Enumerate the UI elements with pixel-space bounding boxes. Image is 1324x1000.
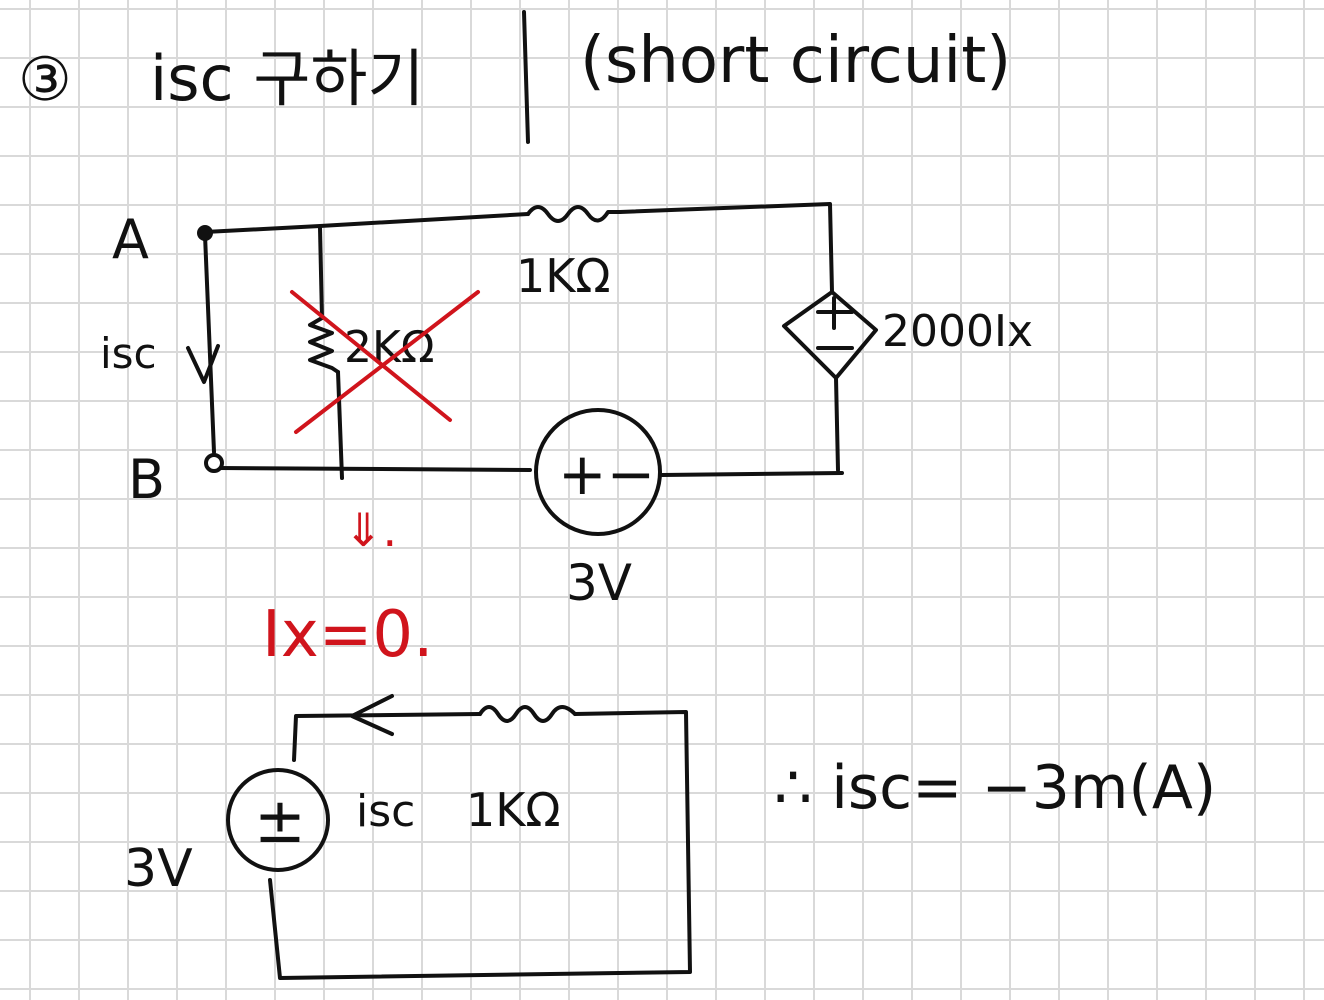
resistor-1k xyxy=(526,205,622,223)
loop-source-sign: ± xyxy=(254,784,306,857)
ix-equals-zero: Ix=0. xyxy=(262,598,433,672)
loop-wire-top-left xyxy=(292,712,482,762)
voltage-source-sign: +− xyxy=(558,440,655,508)
wire-top-right xyxy=(618,202,834,294)
wire-short-ab xyxy=(203,233,216,454)
voltage-source-value: 3V xyxy=(566,554,632,612)
loop-current-label: isc xyxy=(356,786,415,837)
heading-note: (short circuit) xyxy=(580,24,1011,98)
current-arrow-down xyxy=(186,344,220,384)
terminal-a xyxy=(197,225,213,241)
heading: ③ isc 구하기 (short circuit) xyxy=(18,10,1011,144)
current-label-isc: isc xyxy=(100,329,157,378)
node-b-label: B xyxy=(128,448,165,511)
terminal-b xyxy=(204,453,224,473)
wire-bottom-right xyxy=(660,471,844,477)
dependent-source-label: 2000Ix xyxy=(882,306,1033,357)
resistor-1k-label: 1KΩ xyxy=(516,249,611,303)
heading-text: isc 구하기 xyxy=(150,42,424,115)
loop-source-value: 3V xyxy=(124,839,193,899)
wire-right-lower xyxy=(834,376,840,472)
wire-top-left xyxy=(203,212,530,234)
node-a-label: A xyxy=(112,208,149,271)
wire-2k-bottom xyxy=(336,370,344,480)
loop-current-arrow xyxy=(350,694,394,736)
dependent-source-plus xyxy=(816,296,854,330)
resistor-2k xyxy=(308,316,340,374)
dependent-source-diamond xyxy=(782,290,878,380)
loop-wire-top-right xyxy=(268,710,692,980)
implies-arrow-mark: ⇓. xyxy=(344,503,397,557)
conclusion-isc: ∴ isc= −3m(A) xyxy=(774,753,1216,823)
loop-resistor-label: 1KΩ xyxy=(466,783,561,837)
red-cross-mark xyxy=(290,290,480,434)
loop-voltage-source xyxy=(226,768,330,872)
circuit-one: A B isc 1KΩ 2KΩ 2000Ix +− 3V ⇓. Ix=0. xyxy=(100,202,1033,672)
wire-bottom-left xyxy=(216,466,532,472)
heading-number: ③ xyxy=(18,45,72,115)
voltage-source-3v xyxy=(534,408,662,536)
wire-2k-top xyxy=(318,226,324,320)
loop-resistor xyxy=(478,705,577,723)
circuit-two: ± 3V isc 1KΩ xyxy=(124,694,692,980)
heading-divider xyxy=(522,10,530,144)
